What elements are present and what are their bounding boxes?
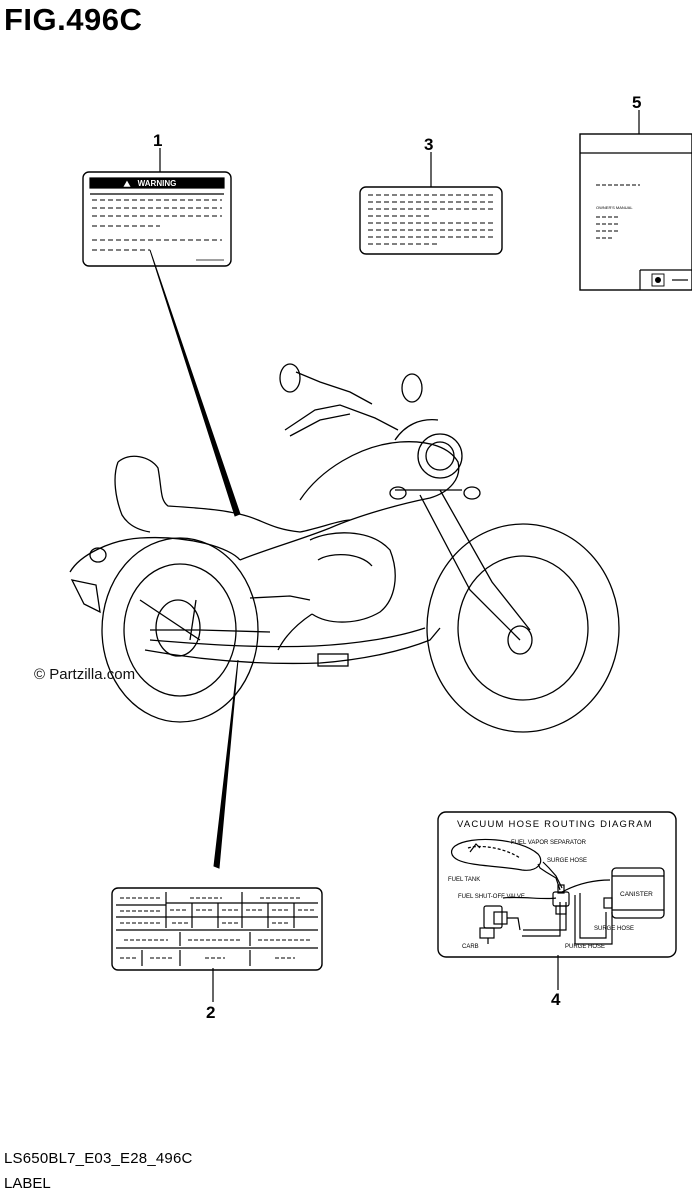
part-label-purge-hose: PURGE HOSE bbox=[565, 944, 605, 950]
warning-label-text: WARNING bbox=[138, 179, 177, 188]
part-label-fuel-tank: FUEL TANK bbox=[448, 877, 480, 883]
figure-caption: LABEL bbox=[4, 1175, 51, 1192]
watermark: © Partzilla.com bbox=[34, 666, 136, 683]
brand-logo-icon bbox=[655, 277, 661, 283]
figure-title: FIG.496C bbox=[4, 2, 143, 37]
info-label[interactable] bbox=[359, 186, 503, 255]
figure-code: LS650BL7_E03_E28_496C bbox=[4, 1150, 193, 1167]
vacuum-hose-labels: VACUUM HOSE ROUTING DIAGRAM FUEL VAPOR S… bbox=[448, 819, 653, 950]
leader-arrow-label-2 bbox=[213, 659, 239, 869]
callout-1[interactable]: 1 bbox=[153, 131, 163, 150]
vacuum-hose-routing-label[interactable] bbox=[437, 811, 677, 958]
part-label-surge-hose-right: SURGE HOSE bbox=[594, 926, 634, 932]
callout-3[interactable]: 3 bbox=[424, 135, 434, 154]
owners-manual[interactable] bbox=[579, 133, 692, 291]
leader-arrow-label-1 bbox=[149, 249, 241, 517]
part-label-carb: CARB bbox=[462, 944, 479, 950]
callout-5[interactable]: 5 bbox=[632, 93, 642, 112]
part-label-surge-hose-top: SURGE HOSE bbox=[547, 858, 587, 864]
part-label-fuel-vapor-separator: FUEL VAPOR SEPARATOR bbox=[511, 840, 587, 846]
warning-triangle-icon bbox=[122, 179, 132, 188]
part-label-canister: CANISTER bbox=[620, 891, 653, 898]
motorcycle-outline bbox=[69, 363, 620, 733]
warning-label[interactable] bbox=[82, 171, 232, 267]
owners-manual-title: OWNER'S MANUAL bbox=[596, 205, 633, 210]
warning-label-heading: WARNING bbox=[122, 179, 177, 188]
leader-lines bbox=[149, 110, 640, 1002]
part-label-fuel-shutoff-valve: FUEL SHUT-OFF VALVE bbox=[458, 894, 525, 900]
callout-4[interactable]: 4 bbox=[551, 990, 561, 1009]
callout-2[interactable]: 2 bbox=[206, 1003, 216, 1022]
specification-label[interactable] bbox=[111, 887, 323, 971]
vacuum-hose-title: VACUUM HOSE ROUTING DIAGRAM bbox=[457, 819, 653, 830]
